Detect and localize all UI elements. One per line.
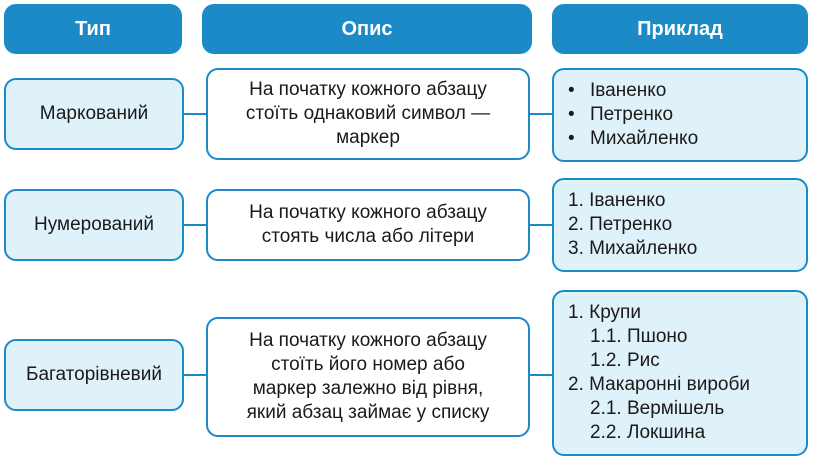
example-subitem: 1.1. Пшоно [590, 326, 688, 347]
example-subitem: 2.1. Вермішель [590, 398, 725, 419]
description-line: На початку кожного абзацу [249, 202, 487, 223]
example-item: 1. Іваненко [568, 190, 666, 211]
bullet-marker: • [568, 80, 575, 101]
example-item: •Михайленко [568, 128, 699, 149]
description-box-multilevel: На початку кожного абзацу стоїть його но… [206, 317, 530, 437]
header-type: Тип [4, 4, 182, 54]
example-item: •Петренко [568, 104, 674, 125]
description-text: На початку кожного абзацу стоять числа а… [222, 201, 514, 249]
type-box-bulleted: Маркований [4, 78, 184, 150]
description-line: маркер залежно від рівня, [252, 378, 484, 399]
description-line: маркер [336, 127, 400, 148]
description-line: стоїть його номер або [271, 354, 465, 375]
example-item: 1. Крупи [568, 302, 641, 323]
type-box-multilevel: Багаторівневий [4, 339, 184, 411]
example-box-multilevel: 1. Крупи 1.1. Пшоно 1.2. Рис 2. Макаронн… [552, 290, 808, 456]
description-line: стоять числа або літери [261, 226, 475, 247]
description-line: На початку кожного абзацу [249, 79, 487, 100]
description-text: На початку кожного абзацу стоїть його но… [222, 329, 514, 425]
description-line: стоїть однаковий символ — [245, 103, 491, 124]
bullet-marker: • [568, 128, 575, 149]
example-subitem: 2.2. Локшина [590, 422, 706, 443]
example-item: 2. Макаронні вироби [568, 374, 750, 395]
example-subitem: 1.2. Рис [590, 350, 660, 371]
example-box-bulleted: •Іваненко •Петренко •Михайленко [552, 68, 808, 162]
type-label: Маркований [39, 103, 149, 124]
type-label: Багаторівневий [25, 364, 162, 385]
type-box-numbered: Нумерований [4, 189, 184, 261]
description-text: На початку кожного абзацу стоїть однаков… [222, 78, 514, 150]
header-example: Приклад [552, 4, 808, 54]
example-item: 3. Михайленко [568, 238, 698, 259]
header-description: Опис [202, 4, 532, 54]
description-box-bulleted: На початку кожного абзацу стоїть однаков… [206, 68, 530, 160]
type-label: Нумерований [34, 214, 154, 235]
bullet-marker: • [568, 104, 575, 125]
example-item: 2. Петренко [568, 214, 673, 235]
description-line: На початку кожного абзацу [249, 330, 487, 351]
example-item: •Іваненко [568, 80, 667, 101]
example-box-numbered: 1. Іваненко 2. Петренко 3. Михайленко [552, 178, 808, 272]
description-box-numbered: На початку кожного абзацу стоять числа а… [206, 189, 530, 261]
description-line: який абзац займає у списку [246, 402, 490, 423]
